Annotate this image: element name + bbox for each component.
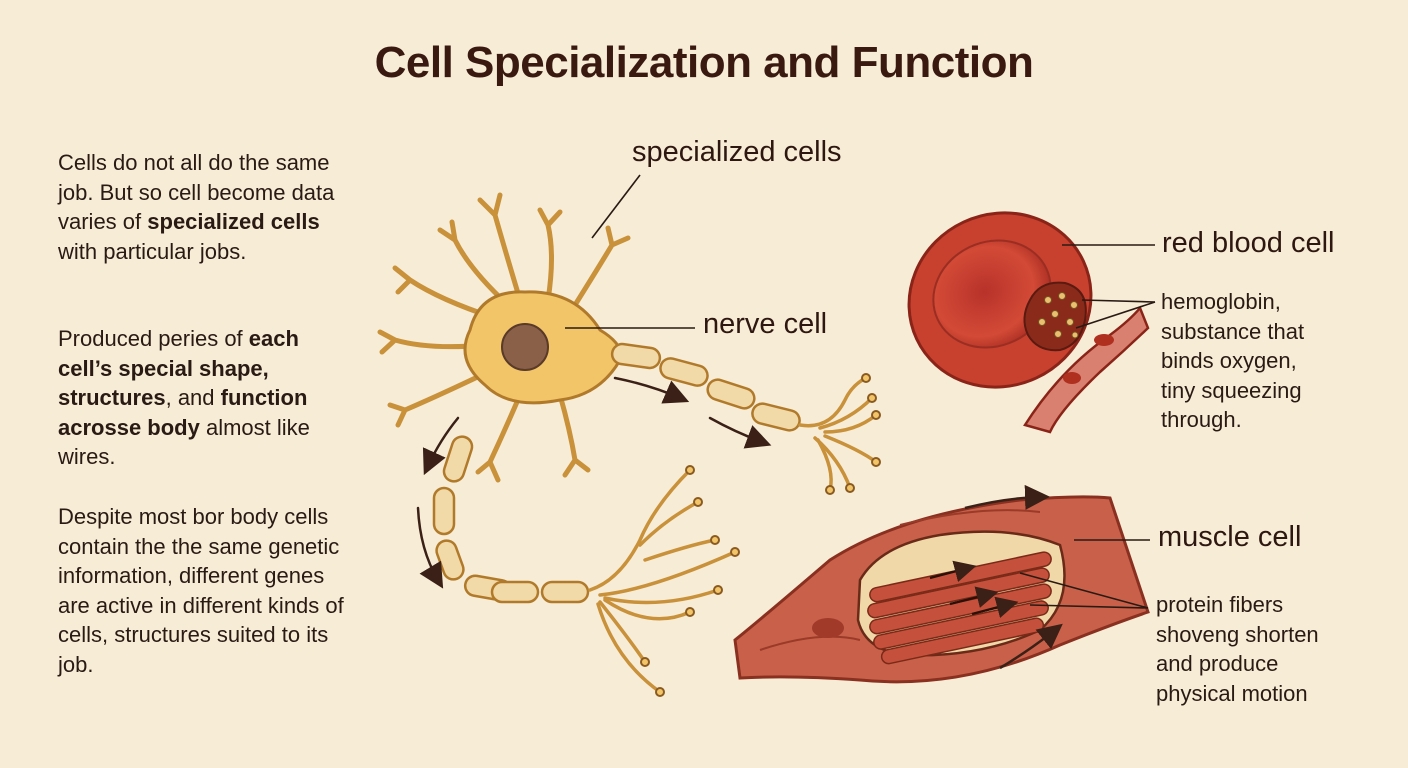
muscle-cell-description-line: protein fibers [1156,592,1284,617]
label-nerve-cell: nerve cell [703,308,828,340]
intro-paragraph-1: Cells do not all do the same job. But so… [58,148,358,266]
red-blood-cell-description: hemoglobin, substance that binds oxygen,… [1161,287,1304,435]
intro-paragraph-3: Despite most bor body cells contain the … [58,502,358,679]
muscle-cell-description-line: shoveng shorten [1156,621,1319,647]
label-muscle-cell: muscle cell [1158,521,1302,553]
nerve-cell-drawing [377,192,881,697]
text-run: , and [165,385,221,410]
intro-paragraph-1-text: Cells do not all do the same job. But so… [58,148,358,266]
muscle-cell-drawing [733,484,1150,684]
muscle-cell-description-line: and produce [1156,651,1279,676]
page-title: Cell Specialization and Function [374,38,1034,87]
red-blood-cell-description-line: through. [1161,407,1242,432]
muscle-cell-description-line: physical motion [1156,680,1308,706]
label-red-blood-cell: red blood cell [1162,227,1335,259]
red-blood-cell-drawing [907,211,1150,434]
red-blood-cell-description-line: hemoglobin, [1161,289,1281,314]
red-blood-cell-description-line: substance that [1161,318,1305,344]
muscle-cell-description: protein fibers shoveng shorten and produ… [1156,590,1319,708]
emphasized-text: each cell’s special shape, structures [58,326,299,410]
red-blood-cell-description-line: binds oxygen, [1161,348,1297,373]
leader-lines [565,174,1156,609]
emphasized-text: function acrosse body [58,385,308,440]
text-run: Produced peries of [58,326,249,351]
label-specialized-cells: specialized cells [632,136,842,168]
red-blood-cell-description-line: tiny squeezing [1161,377,1302,403]
text-run: with particular jobs. [58,238,247,264]
intro-paragraph-3-text: Despite most bor body cells contain the … [58,502,358,679]
intro-paragraph-2: Produced peries of each cell’s special s… [58,324,358,472]
intro-paragraph-2-text: Produced peries of each cell’s special s… [58,324,358,472]
text-run: Cells do not all do the same job. But so… [58,150,335,234]
emphasized-text: specialized cells [147,209,320,234]
text-run: Despite most bor body cells contain the … [58,504,344,677]
text-run: almost like wires. [58,414,310,470]
